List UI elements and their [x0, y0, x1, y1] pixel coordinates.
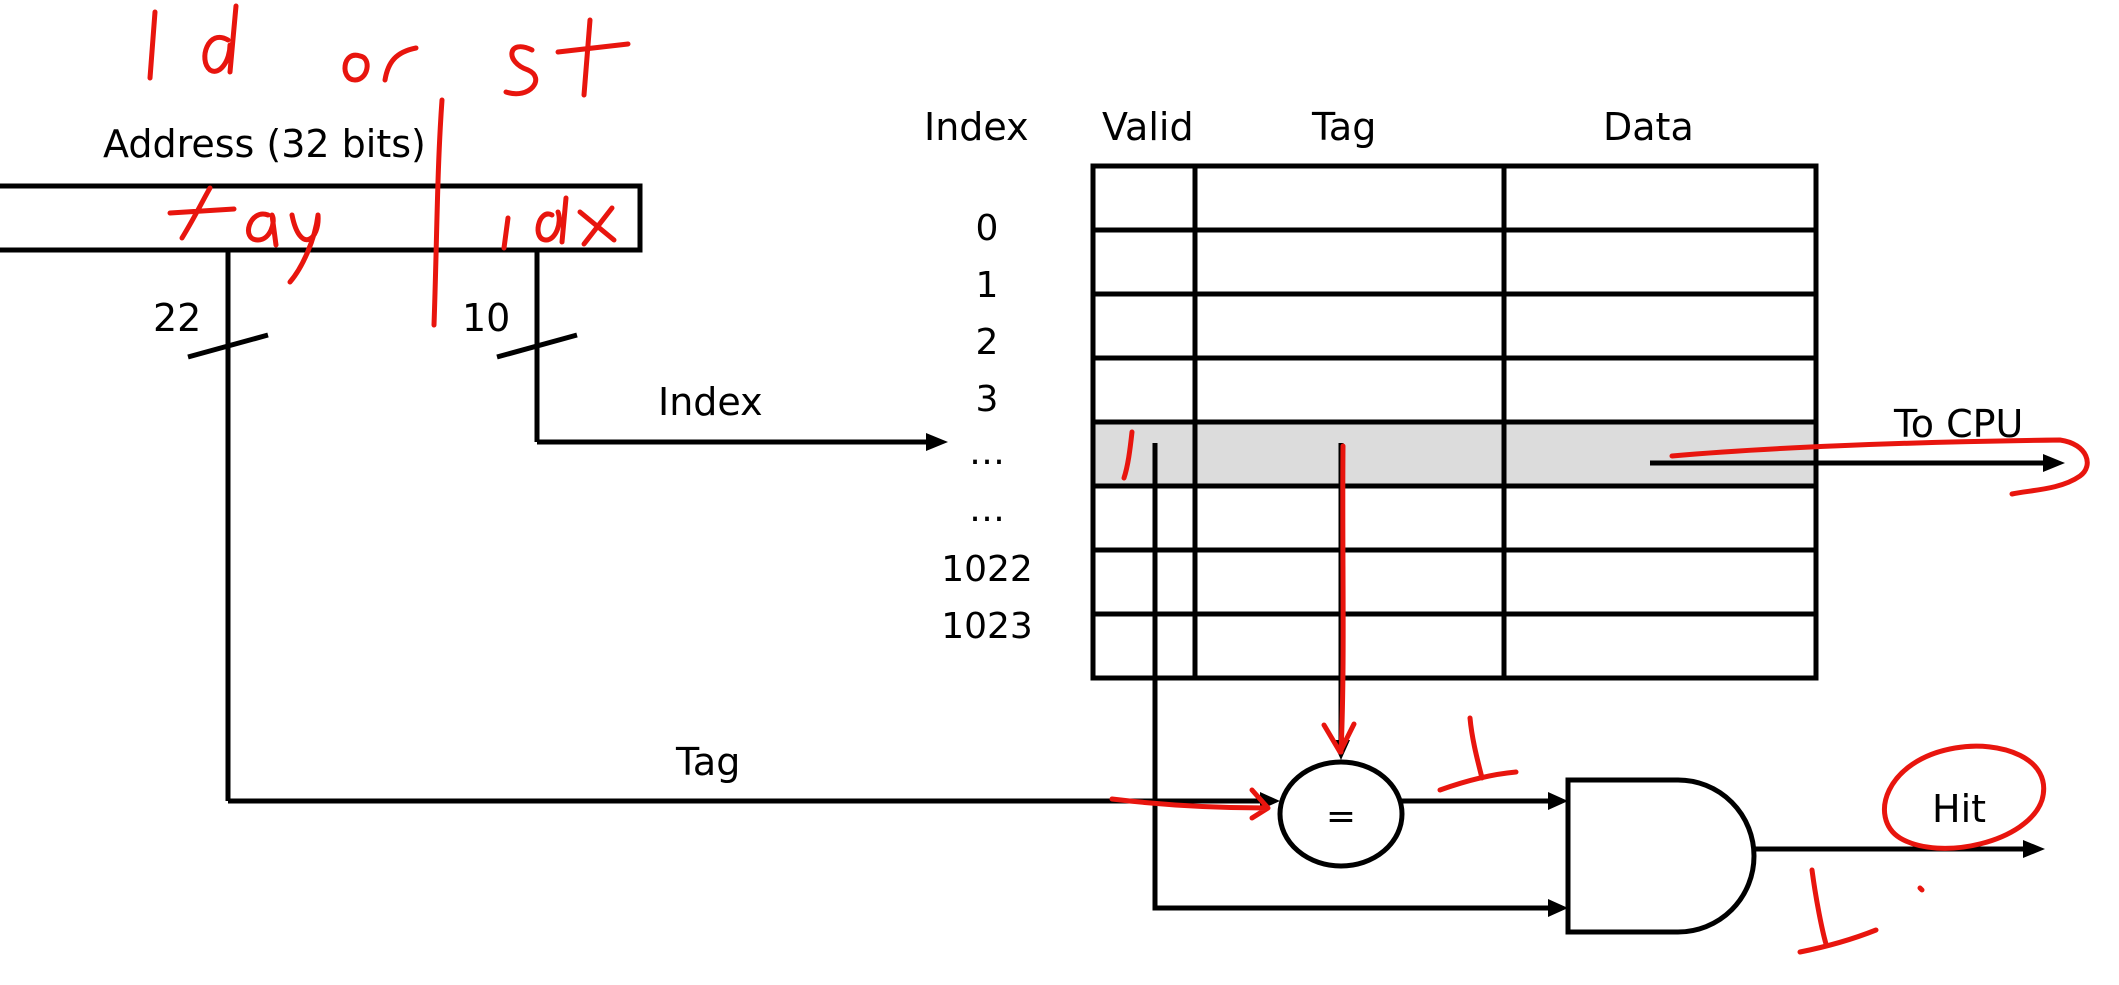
- index-wire-label: Index: [658, 380, 763, 424]
- tag-trace-stroke: [1321, 443, 1357, 755]
- handwriting-stroke: [1797, 867, 1879, 955]
- valid-wire: [1152, 443, 1554, 911]
- handwriting-stroke: [147, 9, 158, 81]
- index-row-label: 2: [976, 322, 999, 363]
- handwriting-stroke: [535, 195, 569, 245]
- valid-wire-arrowhead: [1548, 899, 1568, 917]
- handwriting-stroke: [167, 185, 237, 241]
- comparator-output-arrowhead: [1548, 792, 1568, 810]
- hit-arrowhead: [2023, 840, 2045, 858]
- handwriting-stroke: [246, 211, 279, 248]
- index-row-label: 1023: [941, 606, 1033, 647]
- index-row-label: 0: [976, 208, 999, 249]
- ink-dot: [1917, 885, 1925, 893]
- handwriting-stroke: [1437, 715, 1519, 793]
- index-row-label: …: [969, 432, 1005, 473]
- handwriting-stroke: [1121, 429, 1135, 481]
- handwriting-stroke: [382, 45, 419, 83]
- tag-column-header: Tag: [1311, 105, 1376, 149]
- handwriting-stroke: [555, 17, 631, 98]
- index-bus-slash: [496, 332, 578, 360]
- index-row-label: 3: [976, 379, 999, 420]
- handwriting-stroke: [342, 52, 370, 83]
- address-title: Address (32 bits): [103, 122, 426, 166]
- field-divider-stroke: [431, 97, 445, 328]
- handwriting-stroke: [202, 3, 239, 75]
- index-row-label: 1: [976, 265, 999, 306]
- handwriting-stroke: [501, 215, 511, 251]
- index-wire-arrowhead: [926, 433, 948, 451]
- hit-circle-stroke: [1882, 743, 2047, 851]
- tag-comparator: [1277, 759, 1405, 869]
- data-column-header: Data: [1603, 105, 1694, 149]
- to-cpu-arrowhead: [2043, 454, 2065, 472]
- tag-trace-stroke: [1109, 787, 1271, 821]
- address-register: [0, 183, 643, 253]
- comparator-symbol: =: [1326, 796, 1356, 837]
- index-column-header: Index: [924, 105, 1029, 149]
- valid-column-header: Valid: [1102, 105, 1194, 149]
- tag-wire-label: Tag: [675, 740, 740, 784]
- handwriting-stroke: [503, 44, 539, 97]
- handwritten-annotations: [147, 3, 2090, 955]
- index-bit-width: 10: [462, 296, 510, 340]
- and-gate: [1565, 777, 1757, 935]
- handwriting-stroke: [577, 205, 617, 247]
- row-dividers: [1093, 227, 1816, 617]
- tag-bit-width: 22: [153, 296, 201, 340]
- hit-label: Hit: [1932, 787, 1986, 831]
- handwriting-stroke: [287, 212, 321, 285]
- tag-bus-slash: [187, 332, 269, 360]
- index-row-label: …: [969, 489, 1005, 530]
- to-cpu-trace-stroke: [1669, 437, 2090, 497]
- index-row-label: 1022: [941, 549, 1033, 590]
